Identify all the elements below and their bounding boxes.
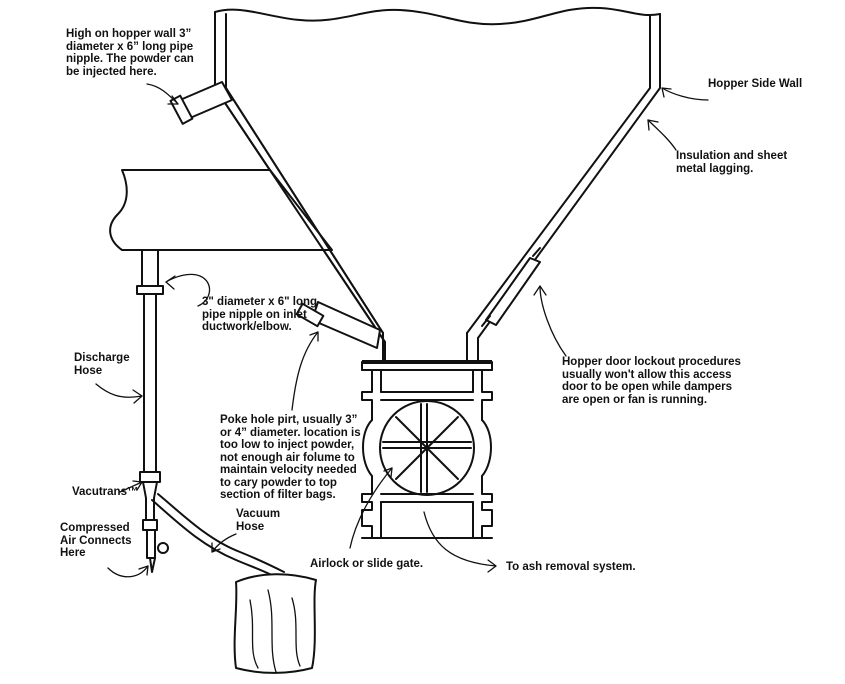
label-discharge-hose: Discharge Hose [74, 352, 130, 377]
discharge-hose-assembly [136, 249, 285, 579]
label-airlock: Airlock or slide gate. [310, 558, 424, 570]
hopper-access-door [481, 247, 541, 327]
inlet-duct [109, 87, 386, 343]
leader-arrows [95, 83, 709, 578]
label-insulation: Insulation and sheet metal lagging. [676, 150, 788, 175]
poke-hole-pipe [295, 301, 381, 349]
label-hopper-side-wall: Hopper Side Wall [708, 78, 803, 90]
airlock-assembly [361, 332, 493, 539]
label-ash-removal: To ash removal system. [506, 561, 636, 573]
label-hopper-wall-nipple: High on hopper wall 3” diameter x 6” lon… [66, 28, 194, 78]
label-vacutrans: Vacutrans™ [72, 486, 139, 498]
label-compressed-air: Compressed Air Connects Here [60, 522, 132, 559]
label-vacuum-hose: Vacuum Hose [236, 508, 281, 533]
airlock-rotor [382, 403, 472, 493]
collection-bag [233, 573, 317, 674]
label-lockout: Hopper door lockout procedures usually w… [562, 356, 741, 406]
hopper-wall-nipple [169, 81, 233, 125]
label-inlet-nipple: 3" diameter x 6" long pipe nipple on inl… [202, 296, 318, 333]
label-poke-hole: Poke hole pirt, usually 3” or 4” diamete… [220, 414, 361, 501]
